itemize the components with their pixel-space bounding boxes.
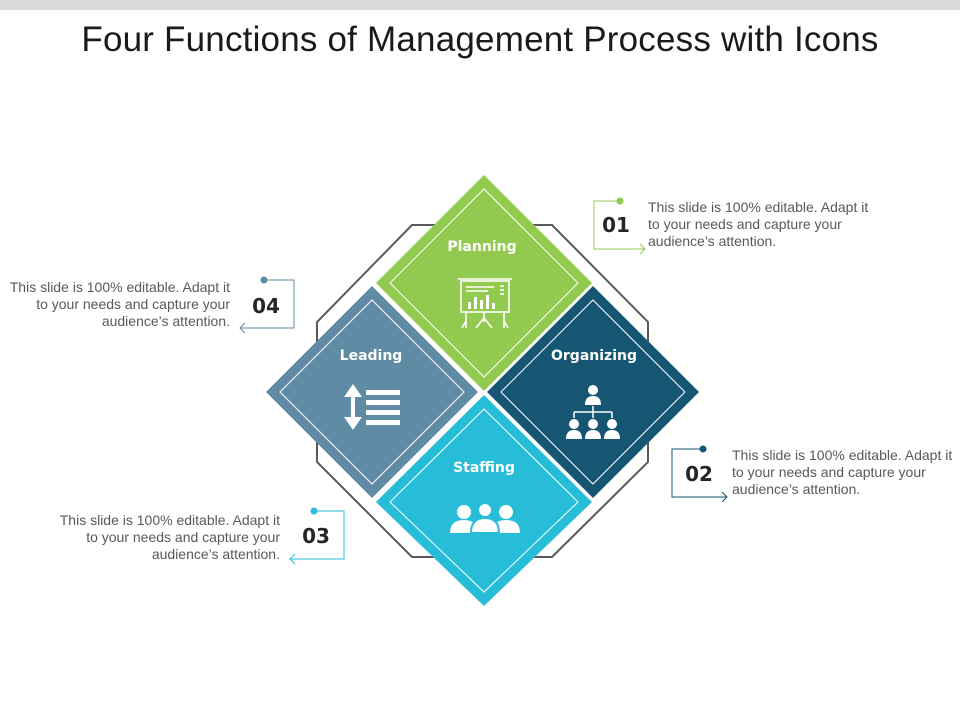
team-icon — [450, 502, 520, 534]
top-bar — [0, 0, 960, 10]
step-02-description: This slide is 100% editable. Adapt it to… — [732, 447, 953, 497]
step-number-02: 02 — [685, 462, 713, 486]
organizing-tile: Organizing — [487, 286, 699, 498]
staffing-label: Staffing — [453, 460, 515, 476]
step-03-description: This slide is 100% editable. Adapt it to… — [59, 512, 280, 562]
callout-01: 01 — [593, 197, 646, 255]
staffing-tile: Staffing — [376, 395, 592, 606]
callout-03: 03 — [289, 507, 345, 565]
callout-04: 04 — [239, 276, 295, 334]
org-chart-icon — [566, 385, 620, 439]
callout-02: 02 — [671, 445, 728, 503]
step-01-description: This slide is 100% editable. Adapt it to… — [648, 199, 869, 249]
step-number-03: 03 — [302, 524, 330, 548]
leading-tile: Leading — [266, 286, 478, 498]
planning-label: Planning — [447, 239, 516, 255]
organizing-label: Organizing — [551, 348, 637, 364]
presentation-board-icon — [458, 278, 512, 329]
planning-tile: Planning — [376, 175, 592, 391]
step-04-description: This slide is 100% editable. Adapt it to… — [9, 279, 230, 329]
step-number-01: 01 — [602, 213, 630, 237]
bar-icon-group — [468, 295, 495, 309]
step-number-04: 04 — [252, 294, 280, 318]
leading-label: Leading — [340, 348, 403, 364]
list-sort-icon — [344, 384, 400, 430]
slide-title: Four Functions of Management Process wit… — [81, 20, 879, 59]
